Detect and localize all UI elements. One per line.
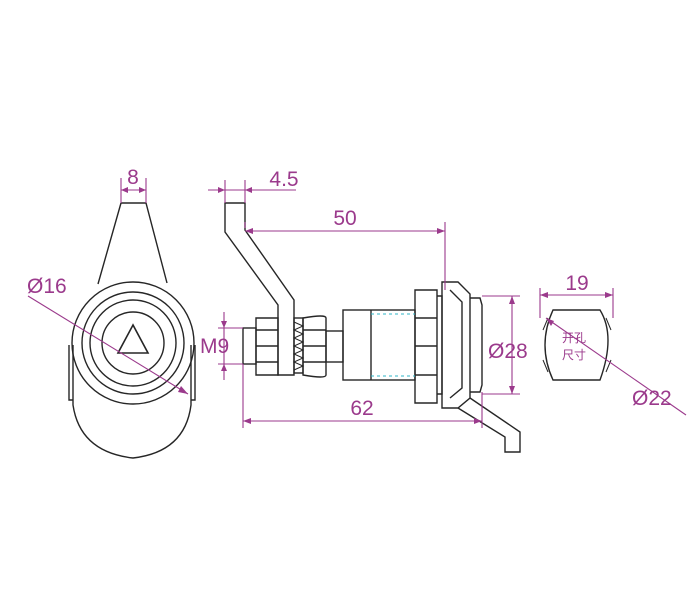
triangle-key-icon xyxy=(116,323,150,354)
panel-nut xyxy=(414,289,438,404)
threaded-stud-end xyxy=(242,327,257,365)
label-body-length: 62 xyxy=(350,397,373,420)
front-view-outer-circle xyxy=(71,281,195,405)
washer-serration xyxy=(292,321,305,371)
label-thread-size: M9 xyxy=(200,335,229,358)
front-view-key-circle xyxy=(101,311,165,375)
cutout-dimensions xyxy=(539,288,687,416)
dim-4-5-arrow-left xyxy=(218,187,225,193)
label-cutout-note-line2: 尺寸 xyxy=(562,348,586,362)
dim-d28-arrow-top xyxy=(509,296,515,304)
dim-50-arrow-left xyxy=(245,228,253,234)
front-cap xyxy=(470,297,483,393)
label-thread-gap: 4.5 xyxy=(269,168,298,191)
cutout-shape-inner-flats xyxy=(542,317,612,373)
dim-62-arrow-left xyxy=(243,418,251,424)
label-cutout-width: 19 xyxy=(565,272,588,295)
front-view-ring-circle xyxy=(81,291,185,395)
front-view-body-right-tab xyxy=(191,345,196,401)
dim-d16-leader xyxy=(27,295,189,395)
cutout-shape xyxy=(544,309,609,381)
dim-d16-arrow-end xyxy=(178,386,188,394)
cam-arm xyxy=(224,202,295,376)
label-cutout-diameter: Ø22 xyxy=(632,387,672,410)
dim-d22-arrow-start xyxy=(546,318,554,326)
flange-inner xyxy=(449,289,463,399)
left-nut xyxy=(255,317,279,376)
dim-d22-leader xyxy=(545,317,687,416)
dim-4-5-arrow-right xyxy=(245,187,252,193)
front-view-tongue xyxy=(97,202,168,285)
dim-19-arrow-left xyxy=(540,292,548,298)
dim-50-arrow-right xyxy=(437,228,445,234)
labels: 8 4.5 50 Ø16 M9 62 Ø28 19 Ø22 开孔 尺寸 xyxy=(27,166,672,420)
cylinder-body xyxy=(342,309,416,381)
label-reach: 50 xyxy=(333,207,356,230)
label-flange-diameter: Ø28 xyxy=(488,340,528,363)
front-view xyxy=(68,202,196,459)
hidden-lines xyxy=(371,313,415,377)
label-front-diameter: Ø16 xyxy=(27,275,67,298)
dim-8-arrow-left xyxy=(121,187,128,193)
cam-tail xyxy=(457,397,521,453)
dim-8-arrow-right xyxy=(139,187,146,193)
side-view-dimensions xyxy=(208,180,520,428)
side-view xyxy=(224,202,521,453)
front-view-dimensions xyxy=(27,178,189,395)
dim-d28-arrow-bottom xyxy=(509,386,515,394)
dim-m9-arrow-top xyxy=(221,321,227,328)
label-tongue-width: 8 xyxy=(127,166,139,189)
front-view-body xyxy=(72,345,192,459)
dim-62-arrow-right xyxy=(474,418,482,424)
cutout-view xyxy=(542,309,612,381)
flange-plate xyxy=(437,295,443,395)
flange xyxy=(441,281,471,409)
shaft xyxy=(325,330,344,363)
dim-19-arrow-right xyxy=(605,292,613,298)
front-view-body-left-tab xyxy=(68,345,73,401)
dim-m9-arrow-bottom xyxy=(221,364,227,371)
second-nut xyxy=(302,315,327,378)
label-cutout-note-line1: 开孔 xyxy=(562,331,586,345)
front-view-plug-circle xyxy=(89,299,177,387)
